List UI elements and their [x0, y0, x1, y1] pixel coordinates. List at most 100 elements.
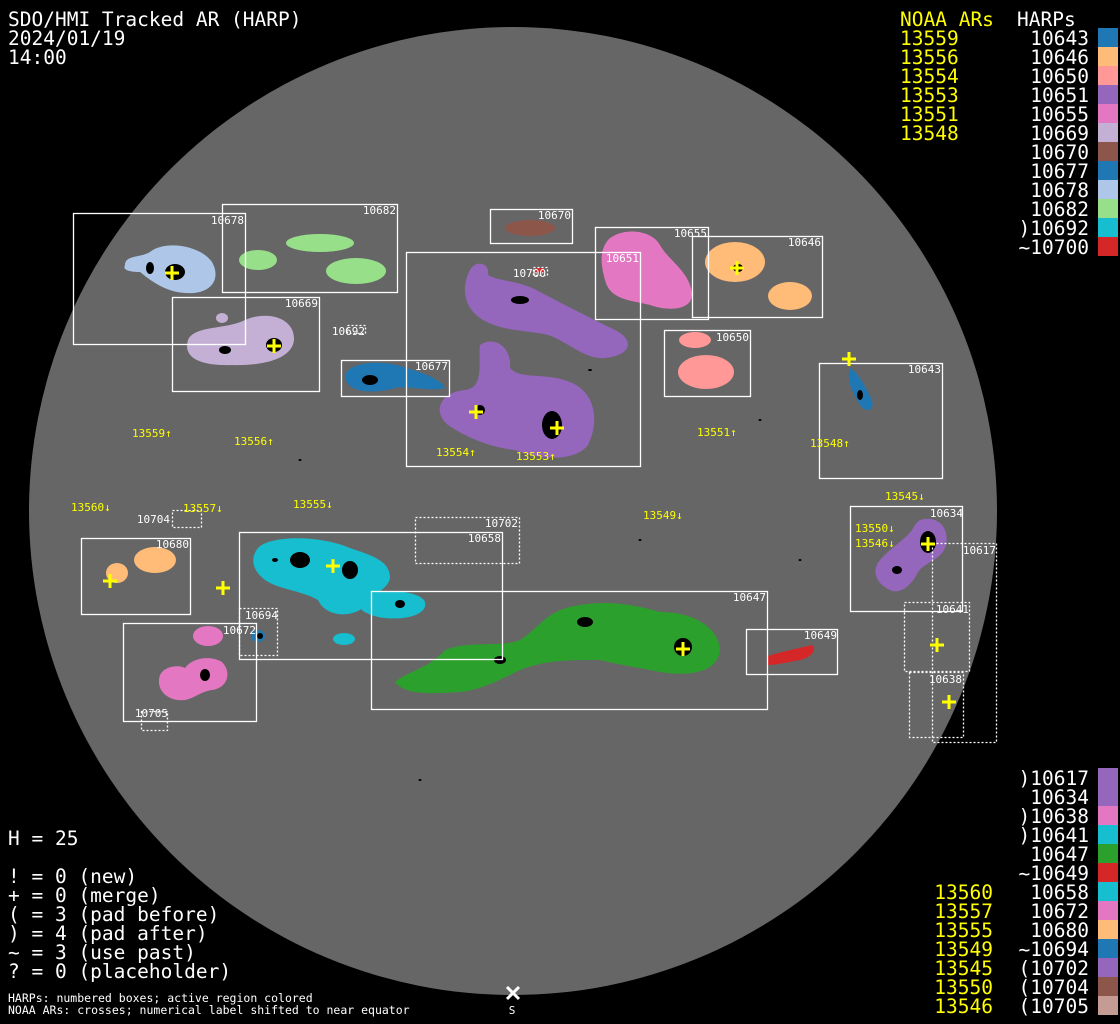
noaa-label: 13548↑: [810, 437, 850, 450]
status-count-line: + = 0 (merge): [8, 884, 161, 907]
harp-box-10651[interactable]: [405, 251, 642, 468]
footnote-noaa: NOAA ARs: crosses; numerical label shift…: [8, 1003, 410, 1017]
harp-box-label: 10694: [245, 609, 278, 622]
color-swatch: [1098, 882, 1118, 901]
harp-box-label: 10700: [513, 267, 546, 280]
noaa-cross-icon: [921, 537, 935, 551]
harp-box-10677[interactable]: [340, 359, 451, 398]
harp-legend-item: 10634: [1030, 786, 1089, 809]
color-swatch: [1098, 180, 1118, 199]
noaa-label: 13555↓: [293, 498, 333, 511]
harp-box-10692[interactable]: [346, 324, 367, 335]
harp-box-10647[interactable]: [370, 590, 769, 711]
noaa-cross-icon: [103, 574, 117, 588]
region-10649: [768, 645, 815, 665]
noaa-labels: 13559↑13556↑13554↑13553↑13551↑13548↑1356…: [71, 426, 925, 550]
color-swatch: [1098, 237, 1118, 256]
harp-legend-item: 10655: [1030, 103, 1089, 126]
noaa-cross-icon: [267, 339, 281, 353]
noaa-legend-item: 13554: [900, 65, 959, 88]
color-swatch: [1098, 958, 1118, 977]
noaa-label: 13559↑: [132, 427, 172, 440]
harp-box-label: 10646: [788, 236, 821, 249]
region-10647: [395, 602, 720, 694]
harp-box-10700[interactable]: [532, 266, 549, 277]
harp-box-label: 10669: [285, 297, 318, 310]
harp-box-10704[interactable]: [171, 509, 203, 529]
harp-box-label: 10651: [606, 252, 639, 265]
harp-box-10678[interactable]: [72, 212, 247, 346]
noaa-label: 13551↑: [697, 426, 737, 439]
footnote-harps: HARPs: numbered boxes; active region col…: [8, 991, 313, 1005]
harp-box-10655[interactable]: [594, 226, 710, 321]
harp-box-10680[interactable]: [80, 537, 192, 616]
x-mark-icon: [505, 985, 521, 1001]
noaa-legend-item: 13546: [934, 995, 993, 1018]
harp-legend-item: 10647: [1030, 843, 1089, 866]
region-10682: [326, 258, 386, 284]
region-10669: [187, 315, 295, 366]
color-swatch: [1098, 787, 1118, 806]
harp-box-10641[interactable]: [903, 601, 971, 673]
harp-box-label: 10643: [908, 363, 941, 376]
noaa-label: 13557↓: [183, 502, 223, 515]
harp-legend-item: 10658: [1030, 881, 1089, 904]
harp-box-label: 10641: [936, 603, 969, 616]
color-swatch: [1098, 901, 1118, 920]
harp-box-10669[interactable]: [171, 296, 321, 393]
harp-legend-item: 10678: [1030, 179, 1089, 202]
noaa-cross-icon: [550, 421, 564, 435]
harp-box-10634[interactable]: [849, 505, 964, 613]
noaa-legend-item: 13559: [900, 27, 959, 50]
noaa-legend-item: 13560: [934, 881, 993, 904]
color-swatch: [1098, 939, 1118, 958]
harp-box-10672[interactable]: [122, 622, 258, 723]
harp-box-10638[interactable]: [908, 671, 965, 739]
harp-box-10702[interactable]: [414, 516, 521, 565]
harp-box-label: 10670: [538, 209, 571, 222]
harp-box-10670[interactable]: [489, 208, 574, 245]
harp-box-10617[interactable]: [931, 542, 998, 744]
region-10650: [679, 332, 711, 348]
color-swatch: [1098, 806, 1118, 825]
color-swatch: [1098, 768, 1118, 787]
south-pole-marker: S: [505, 985, 521, 1017]
status-count-line: ~ = 3 (use past): [8, 941, 196, 964]
harp-box-10643[interactable]: [818, 362, 944, 480]
harp-box-10682[interactable]: [221, 203, 399, 294]
time: 14:00: [8, 46, 67, 69]
noaa-label: 13545↓: [885, 490, 925, 503]
harp-box-10649[interactable]: [745, 628, 839, 676]
color-swatch: [1098, 920, 1118, 939]
status-count-line: ( = 3 (pad before): [8, 903, 219, 926]
noaa-cross-icon: [842, 352, 856, 366]
region-10646: [768, 282, 812, 310]
harp-box-label: 10647: [733, 591, 766, 604]
harp-legend-item: ~10649: [1019, 862, 1089, 885]
harp-box-10646[interactable]: [691, 235, 824, 319]
region-10646: [705, 242, 765, 282]
harp-box-10705[interactable]: [140, 710, 169, 732]
region-10658: [333, 633, 355, 645]
region-10700: [536, 268, 544, 273]
noaa-label: 13550↓: [855, 522, 895, 535]
harp-legend-item: 10643: [1030, 27, 1089, 50]
region-10643: [848, 368, 873, 411]
harp-box-10650[interactable]: [663, 329, 752, 398]
harp-legend-item: ~10700: [1019, 236, 1089, 259]
harp-legend-item: 10669: [1030, 122, 1089, 145]
region-10655: [601, 231, 693, 309]
noaa-cross-icon: [469, 405, 483, 419]
harp-legend-item: 10672: [1030, 900, 1089, 923]
region-10670: [505, 220, 555, 236]
harp-box-label: 10617: [963, 544, 996, 557]
region-10682: [239, 250, 277, 270]
noaa-legend-item: 13555: [934, 919, 993, 942]
harp-box-10694[interactable]: [238, 607, 279, 657]
color-swatch: [1098, 104, 1118, 123]
region-10651: [464, 263, 628, 359]
color-swatch: [1098, 85, 1118, 104]
color-swatch: [1098, 161, 1118, 180]
noaa-cross-icon: [942, 695, 956, 709]
